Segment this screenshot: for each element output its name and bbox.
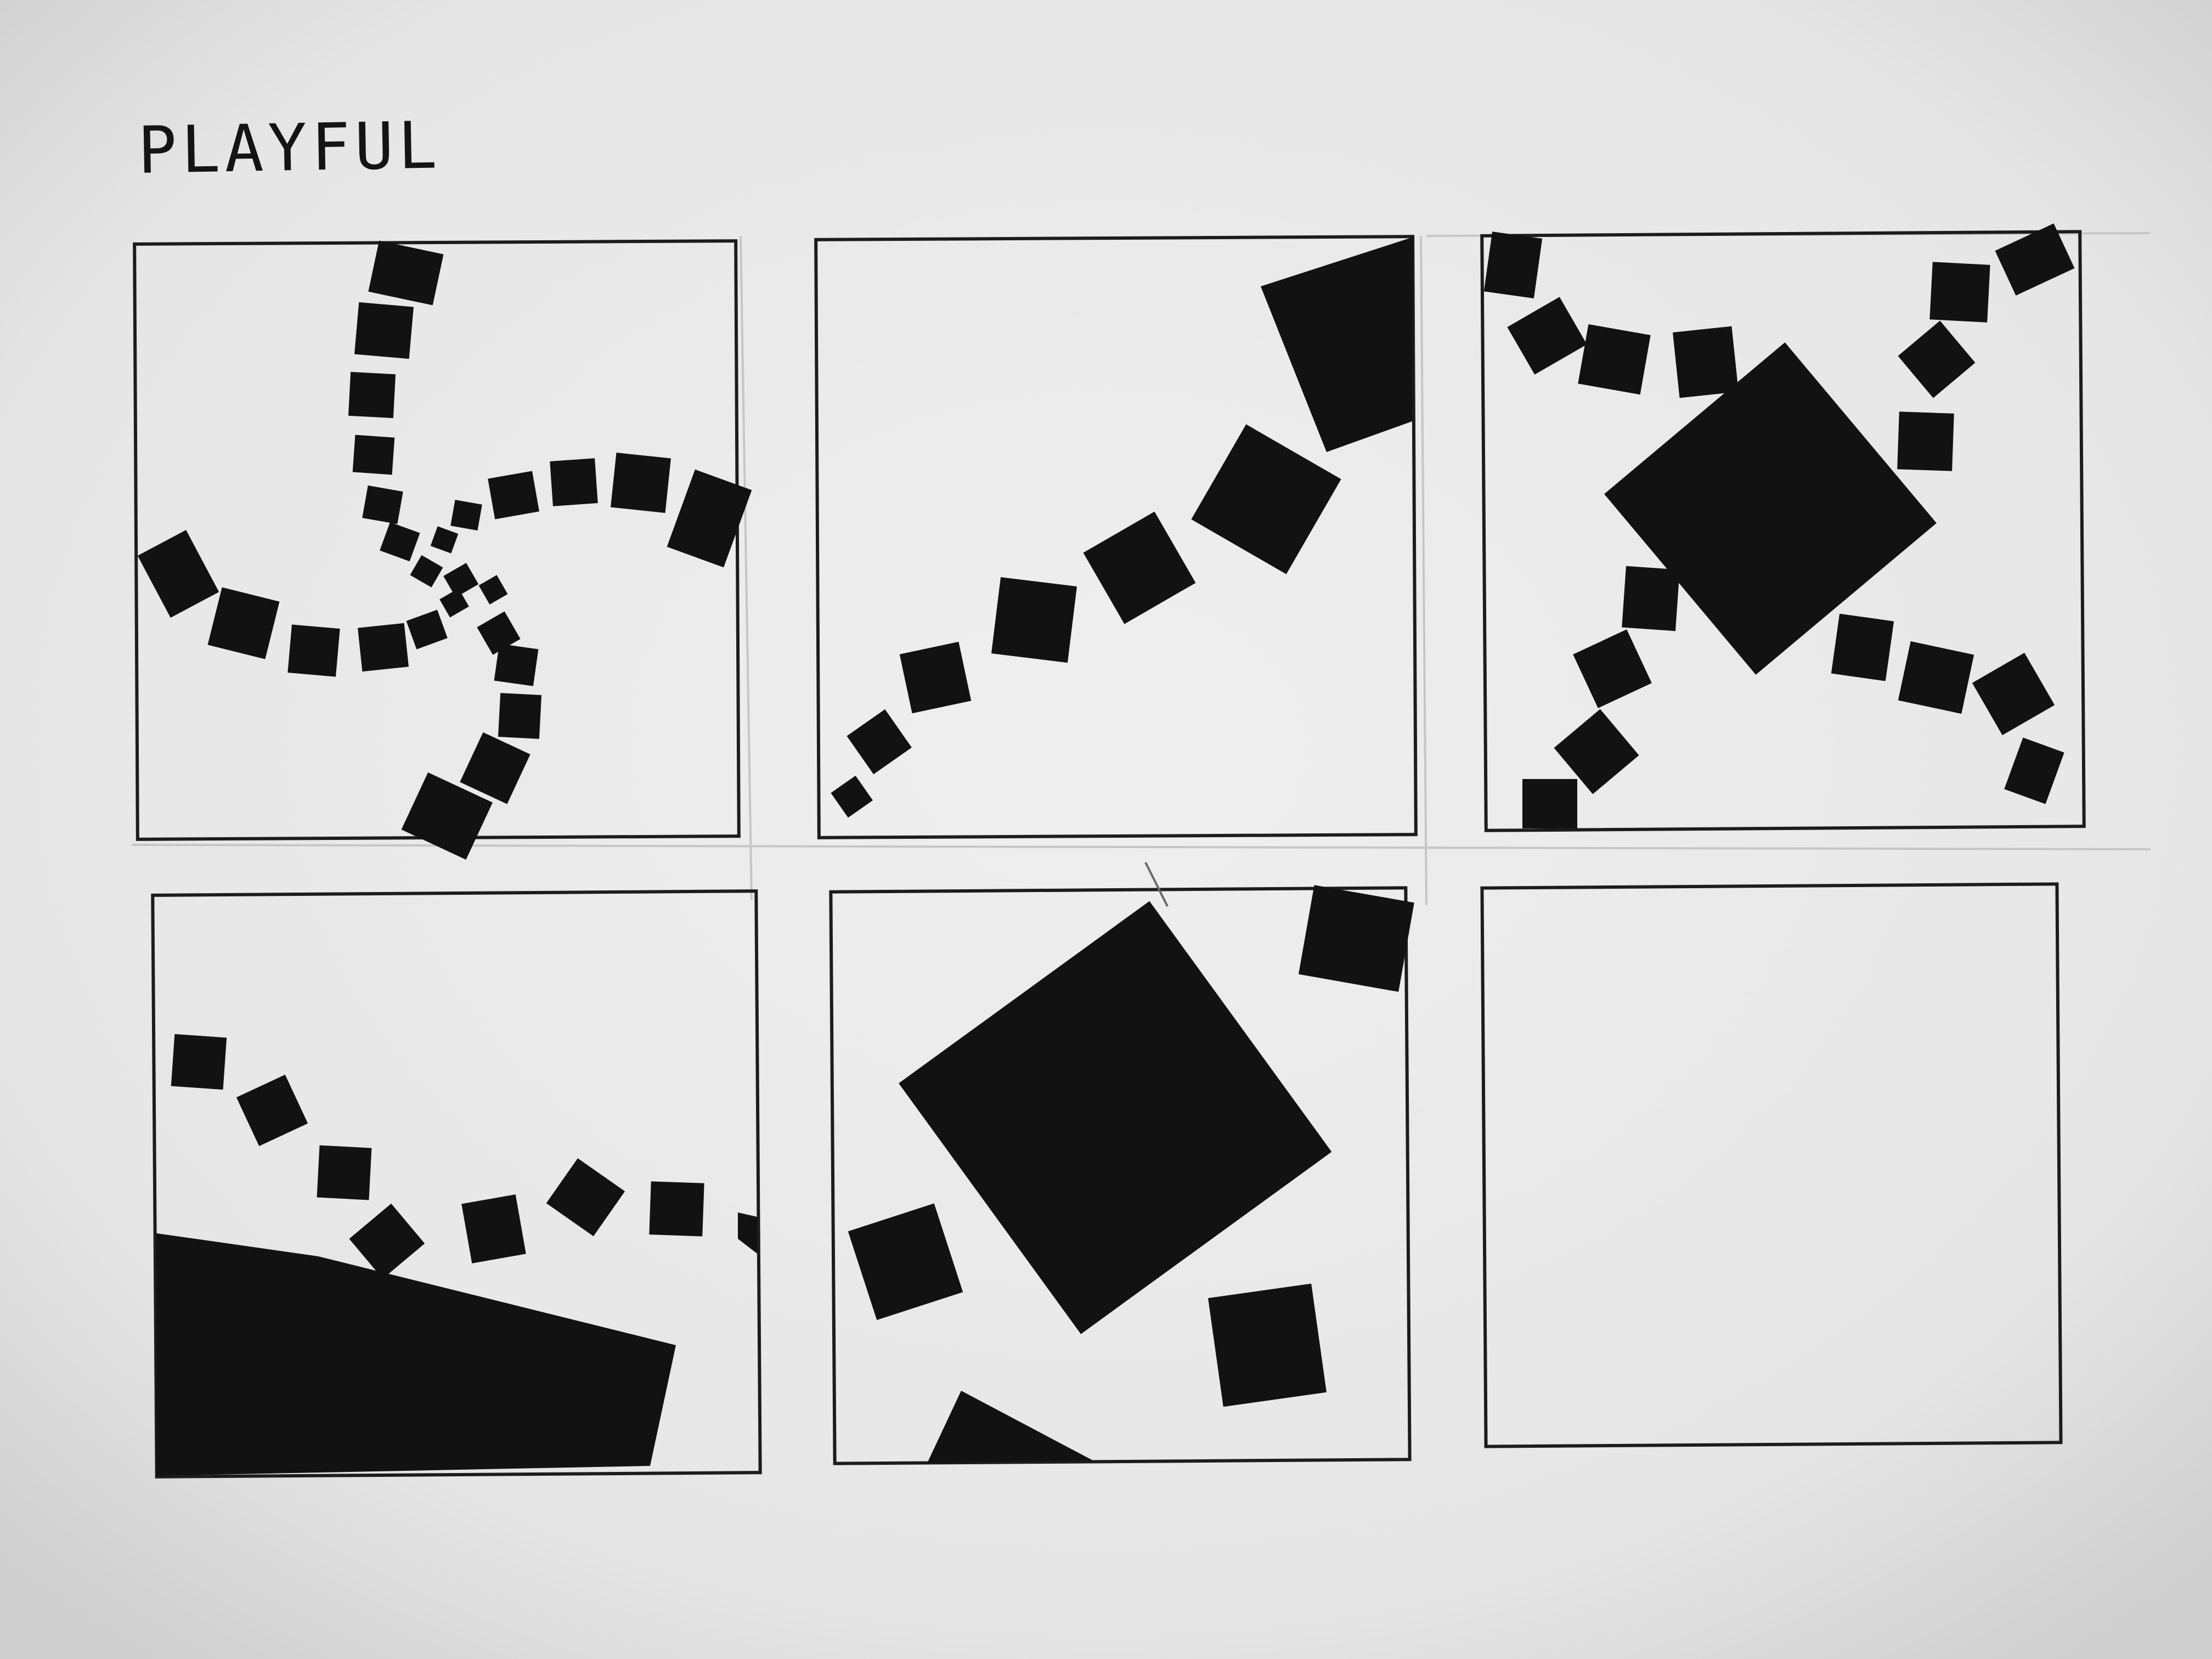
panel-frame — [151, 889, 762, 1479]
square-trail — [1483, 223, 2075, 828]
sketch-panel-1 — [133, 239, 752, 860]
panel-frame — [814, 235, 1418, 839]
sketch-panel-6 — [1480, 882, 2063, 1448]
square-trail — [137, 240, 752, 860]
sheet-title: PLAYFUL — [137, 107, 442, 188]
sketch-panel-5 — [829, 862, 1414, 1465]
sketch-panel-4 — [151, 889, 762, 1479]
panel-frame — [829, 886, 1412, 1465]
sketch-panel-3 — [1480, 223, 2086, 832]
panel-frame — [1480, 882, 2063, 1448]
sketch-panel-2 — [814, 235, 1418, 839]
square-trail — [831, 237, 1413, 818]
square-trail — [156, 1034, 757, 1476]
panel-frame — [1480, 230, 2086, 832]
square-trail — [848, 885, 1414, 1463]
pencil-mark — [1144, 862, 1169, 907]
